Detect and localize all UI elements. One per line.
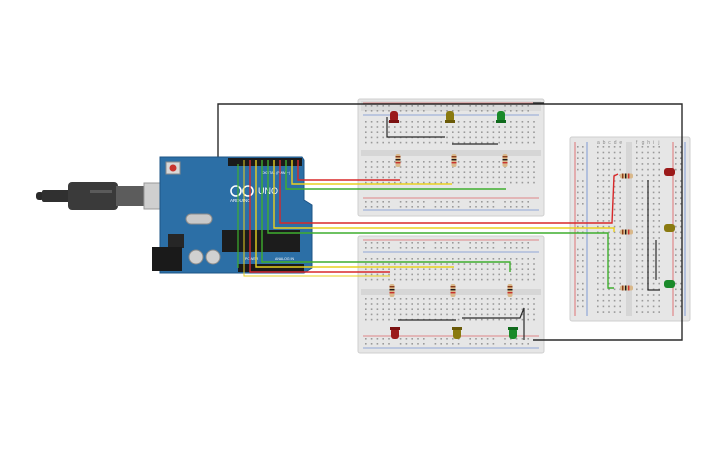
resistor[interactable] (450, 284, 456, 297)
power-pins-label: POWER (245, 257, 259, 261)
leds[interactable] (389, 111, 675, 339)
resistor[interactable] (502, 154, 508, 167)
breadboard-column-letter: d (614, 140, 617, 146)
breadboard-column-letter: f (636, 140, 638, 146)
breadboard-column-letter: j (657, 140, 659, 146)
breadboard-column-letter: h (647, 140, 650, 146)
led-yellow-right (664, 224, 675, 232)
breadboard-column-letter: g (642, 140, 645, 146)
resistors[interactable] (389, 154, 634, 297)
wires-bottom-breadboard[interactable] (237, 160, 511, 277)
led-green-bottom (508, 327, 518, 339)
power-analog-header (238, 264, 304, 272)
breadboard-column-letter: e (619, 140, 622, 146)
led-yellow-top (445, 111, 455, 123)
breadboard-top[interactable] (357, 98, 545, 217)
resistor[interactable] (395, 154, 401, 167)
breadboard-column-letter: i (653, 140, 654, 146)
wires-top-breadboard[interactable] (285, 160, 506, 190)
voltage-regulator (168, 234, 184, 248)
crystal (185, 213, 213, 225)
capacitor (205, 249, 221, 265)
dc-jack[interactable] (152, 247, 182, 271)
digital-pins-label: DIGITAL (PWM ~) (262, 171, 290, 175)
resistor[interactable] (389, 284, 395, 297)
led-yellow-bottom (452, 327, 462, 339)
resistor[interactable] (620, 173, 633, 179)
board-brand-label: ARDUINO (230, 198, 251, 203)
led-red-top (389, 111, 399, 123)
atmega-chip (222, 230, 300, 252)
led-red-bottom (390, 327, 400, 339)
infinity-logo-icon (242, 185, 254, 197)
ground-jumpers[interactable] (386, 117, 660, 340)
capacitor (188, 249, 204, 265)
digital-header (228, 158, 302, 166)
led-green-top (496, 111, 506, 123)
usb-cable[interactable] (36, 182, 175, 210)
reset-button-cap[interactable] (169, 164, 177, 172)
resistor[interactable] (620, 229, 633, 235)
breadboard-holes (365, 105, 535, 208)
wires-right-breadboard[interactable] (267, 160, 619, 289)
arduino-uno-board[interactable]: UNO ARDUINO DIGITAL (PWM ~) POWER ANALOG… (152, 156, 313, 274)
led-red-right (664, 168, 675, 176)
analog-pins-label: ANALOG IN (275, 257, 295, 261)
breadboard-column-letter: c (608, 140, 611, 146)
breadboard-holes (577, 146, 682, 313)
resistor[interactable] (451, 154, 457, 167)
breadboard-column-letter: b (603, 140, 606, 146)
resistor[interactable] (620, 285, 633, 291)
breadboard-column-letter: a (597, 140, 600, 146)
ground-wire-loop[interactable] (217, 103, 683, 341)
resistor[interactable] (507, 284, 513, 297)
infinity-logo-icon (230, 185, 242, 197)
led-green-right (664, 280, 675, 288)
